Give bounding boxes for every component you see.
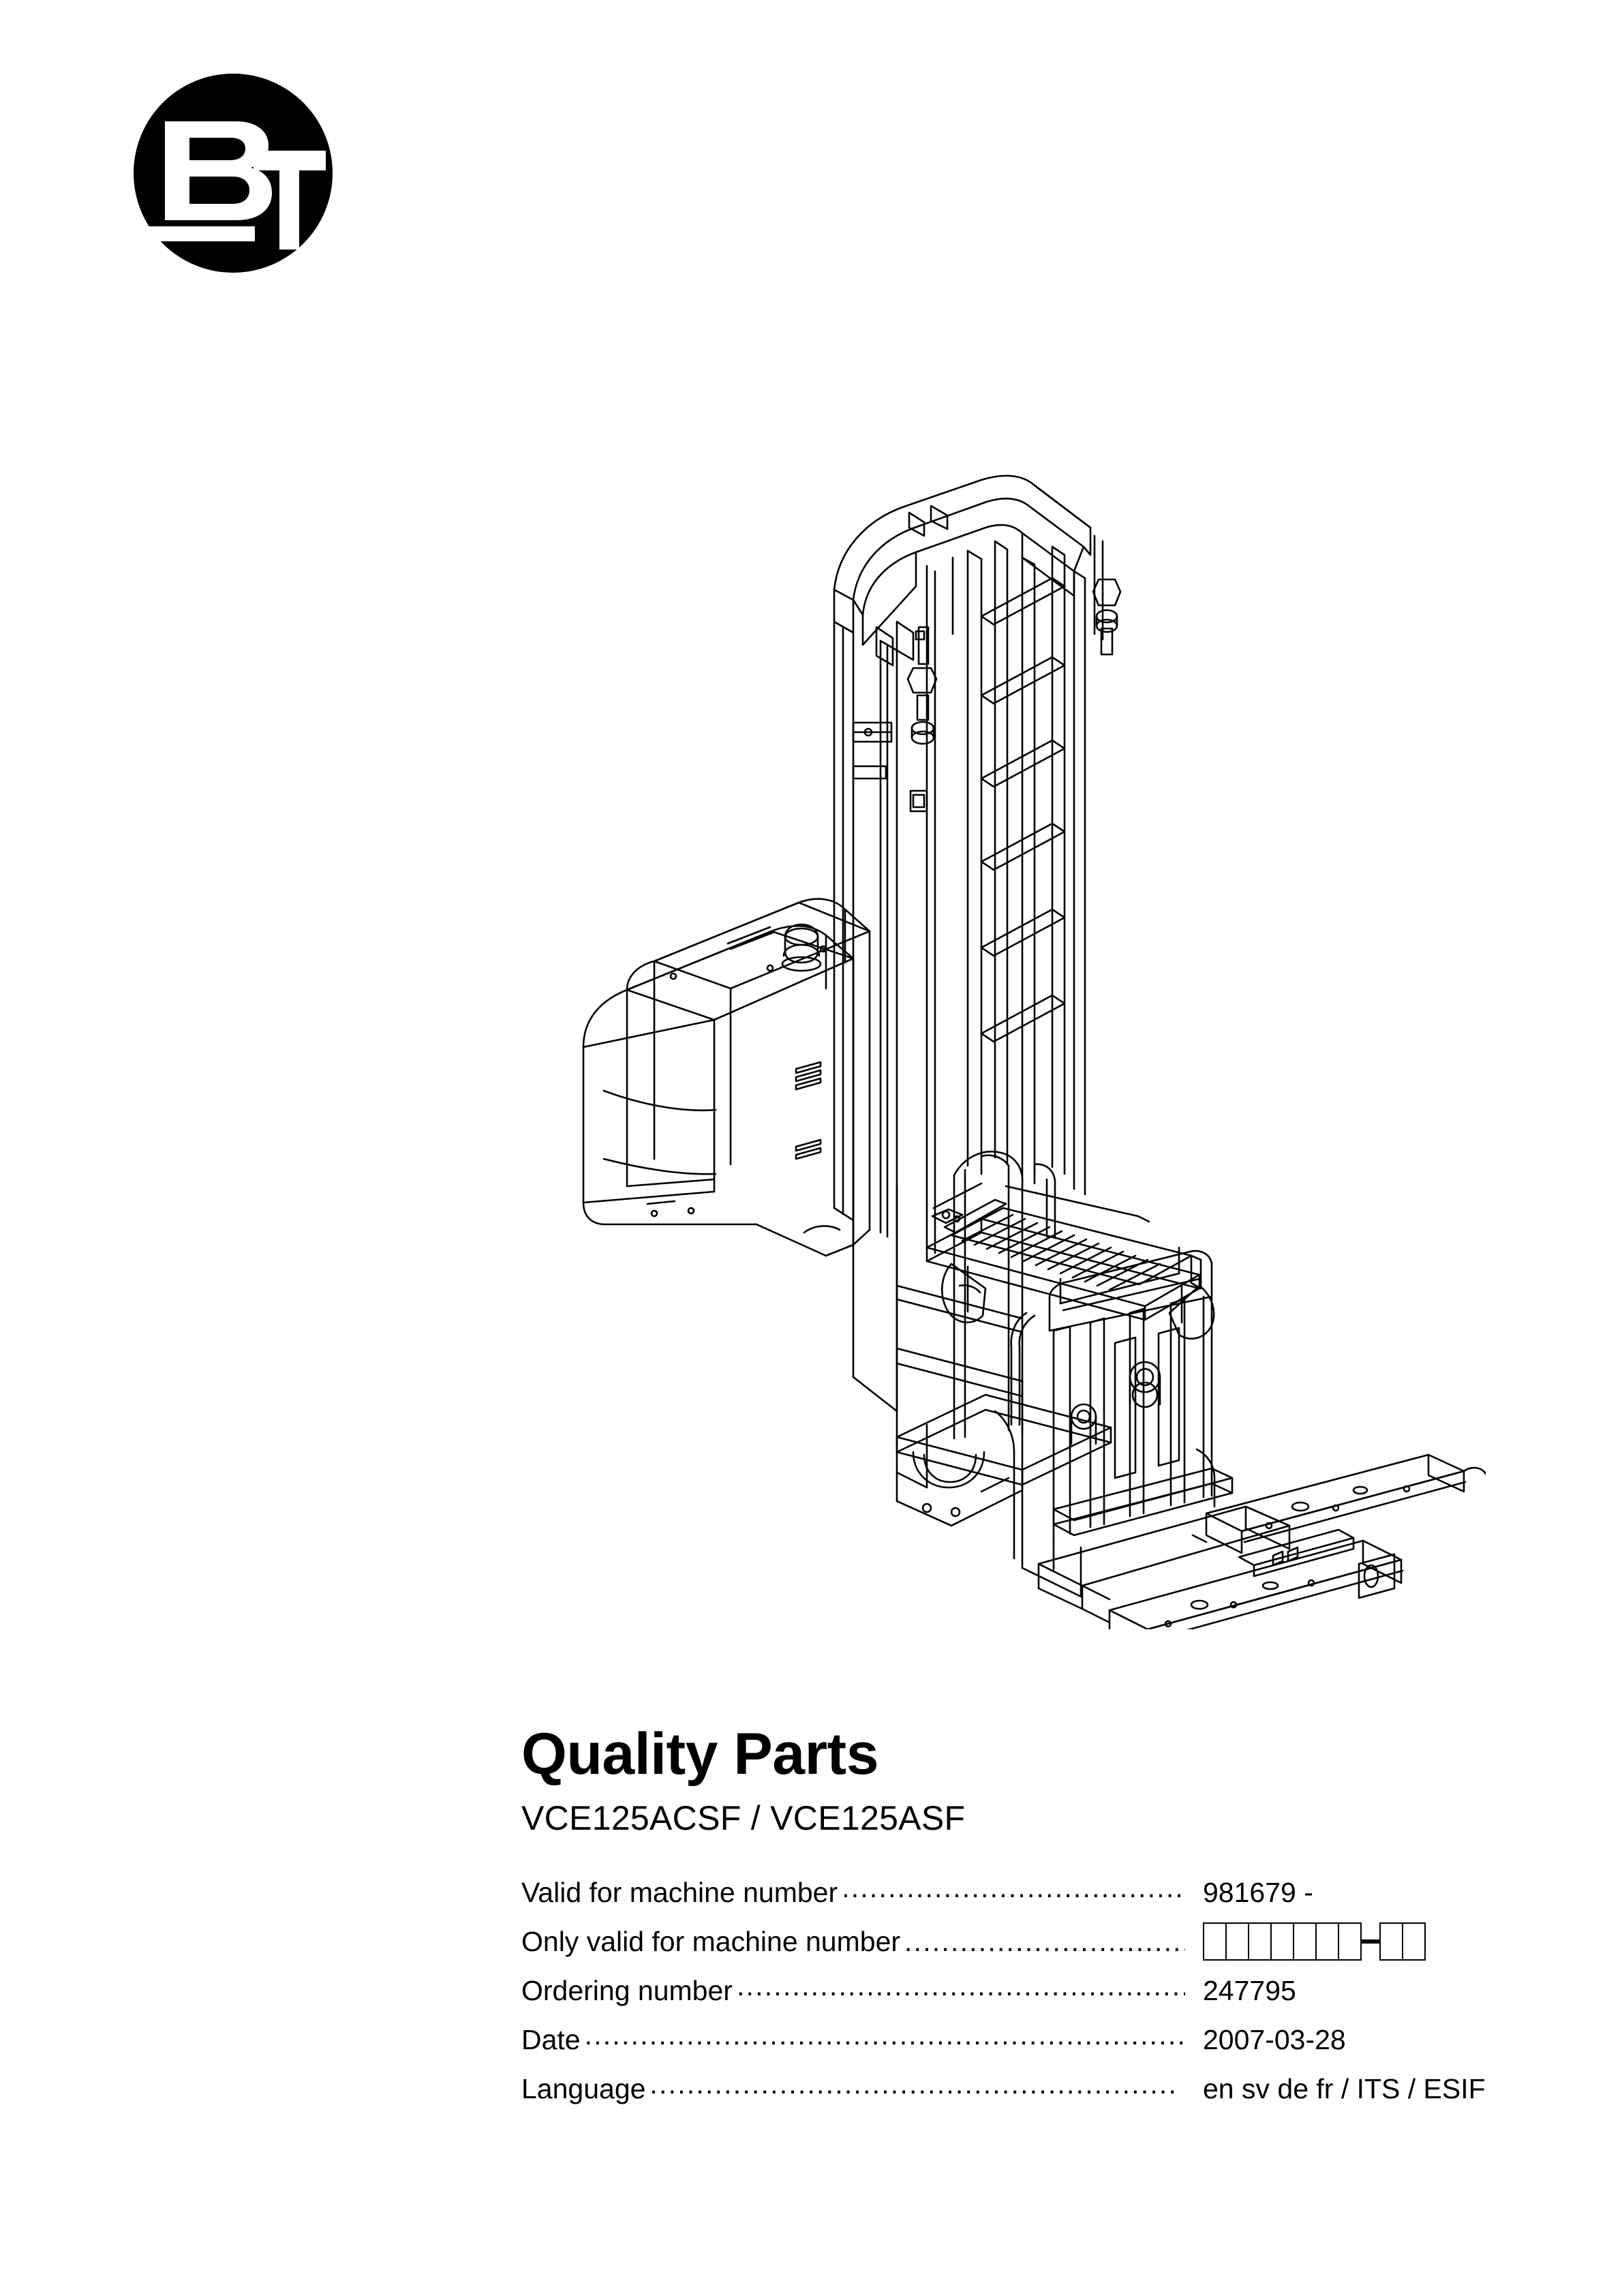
machine-number-cell[interactable] [1293,1922,1317,1961]
machine-number-cell[interactable] [1248,1922,1272,1961]
forklift-illustration [545,470,1486,1629]
cover-text-block: Quality Parts VCE125ACSF / VCE125ASF Val… [521,1725,1585,2113]
dot-leader [737,1972,1185,2000]
machine-number-cell[interactable] [1338,1922,1362,1961]
spec-label: Only valid for machine number [521,1926,901,1957]
machine-number-cell[interactable] [1203,1922,1227,1961]
spec-value-language: en sv de fr / ITS / ESIF [1203,2073,1486,2104]
spec-row-date: Date 2007-03-28 [521,2015,1585,2064]
spec-label: Ordering number [521,1975,733,2006]
spec-label: Language [521,2073,646,2104]
spec-row-ordering-number: Ordering number 247795 [521,1966,1585,2015]
page-title: Quality Parts [521,1721,879,1787]
spec-value-ordering-number: 247795 [1203,1975,1296,2006]
machine-number-cell[interactable] [1225,1922,1249,1961]
machine-number-boxes-right[interactable] [1379,1922,1426,1961]
spec-row-language: Language en sv de fr / ITS / ESIF [521,2064,1585,2113]
dot-leader [649,2070,1176,2098]
machine-number-boxes-left[interactable] [1203,1922,1362,1961]
spec-label: Date [521,2024,581,2055]
bt-logo [134,71,333,275]
spec-row-valid-for-machine-number: Valid for machine number 981679 - [521,1868,1585,1917]
machine-number-cell[interactable] [1402,1922,1426,1961]
spec-label: Valid for machine number [521,1877,838,1908]
machine-number-dash-separator [1362,1939,1379,1944]
spec-list: Valid for machine number 981679 - Only v… [521,1868,1585,2113]
dot-leader [585,2021,1185,2049]
dot-leader [904,1928,1185,1956]
model-subtitle: VCE125ACSF / VCE125ASF [521,1799,966,1837]
spec-value-valid-for-machine-number: 981679 - [1203,1877,1313,1908]
spec-row-only-valid-for-machine-number: Only valid for machine number [521,1917,1585,1966]
machine-number-cell[interactable] [1315,1922,1339,1961]
spec-value-date: 2007-03-28 [1203,2024,1346,2055]
dot-leader [842,1874,1185,1902]
machine-number-cell[interactable] [1379,1922,1403,1961]
machine-number-box-field[interactable] [1185,1917,1585,1966]
machine-number-cell[interactable] [1270,1922,1294,1961]
